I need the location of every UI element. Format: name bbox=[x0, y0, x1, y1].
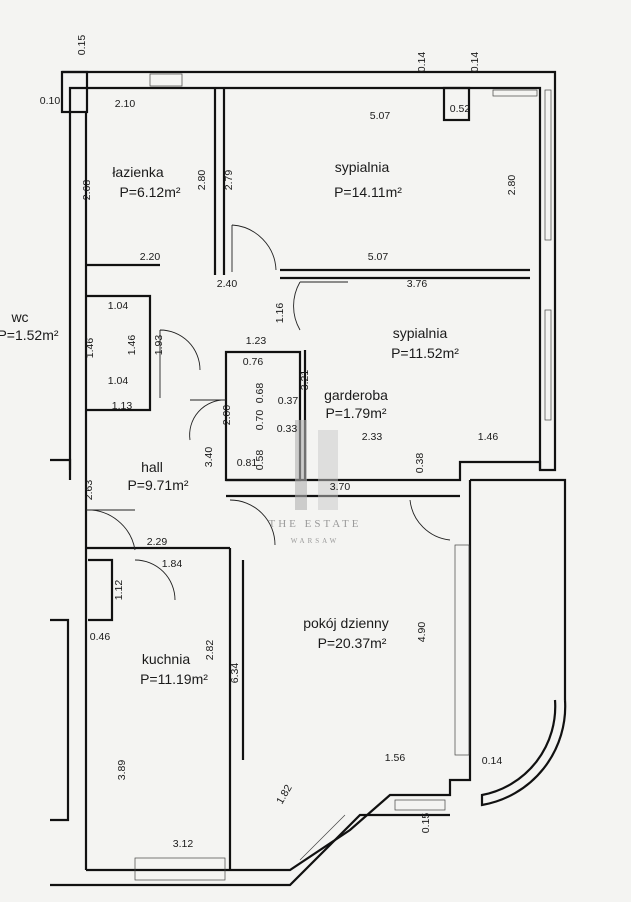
dimension-label: 0.33 bbox=[277, 423, 298, 435]
room-area-bedroom1: P=14.11m² bbox=[334, 184, 402, 200]
dimension-label: 0.14 bbox=[416, 52, 428, 73]
dimension-label: 3.89 bbox=[116, 760, 128, 781]
dimension-label: 1.23 bbox=[246, 335, 267, 347]
room-area-bathroom: P=6.12m² bbox=[119, 184, 180, 200]
dimension-label: 2.29 bbox=[147, 536, 168, 548]
dimension-label: 0.14 bbox=[469, 52, 481, 73]
dimension-label: 2.68 bbox=[81, 180, 93, 201]
dimension-label: 2.33 bbox=[362, 431, 383, 443]
dimension-label: 1.46 bbox=[84, 338, 96, 359]
room-name-bedroom1: sypialnia bbox=[335, 159, 390, 175]
watermark-line1: THE ESTATE bbox=[269, 518, 362, 530]
room-area-living: P=20.37m² bbox=[318, 635, 387, 651]
room-name-wardrobe: garderoba bbox=[324, 387, 388, 403]
dimension-label: 1.46 bbox=[126, 335, 138, 356]
room-area-wardrobe: P=1.79m² bbox=[325, 405, 386, 421]
dimension-label: 1.84 bbox=[162, 558, 183, 570]
dimension-label: 2.80 bbox=[506, 175, 518, 196]
room-area-bedroom2: P=11.52m² bbox=[391, 345, 459, 361]
room-name-living: pokój dzienny bbox=[303, 615, 389, 631]
room-area-wc: P=1.52m² bbox=[0, 327, 59, 343]
dimension-labels: 0.15 0.14 0.14 0.10 2.10 5.07 0.52 2.68 2.80 2.79… bbox=[40, 35, 518, 850]
dimension-label: 1.46 bbox=[478, 431, 499, 443]
dimension-label: 5.07 bbox=[370, 110, 391, 122]
dimension-label: 2.82 bbox=[204, 640, 216, 661]
dimension-label: 6.34 bbox=[229, 663, 241, 684]
dimension-label: 0.81 bbox=[237, 457, 258, 469]
dimension-label: 1.04 bbox=[108, 375, 129, 387]
dimension-label: 0.38 bbox=[414, 453, 426, 474]
dimension-label: 1.04 bbox=[108, 300, 129, 312]
dimension-label: 3.40 bbox=[203, 447, 215, 468]
dimension-label: 1.82 bbox=[274, 783, 295, 807]
dimension-label: 1.12 bbox=[113, 580, 125, 601]
dimension-label: 2.40 bbox=[217, 278, 238, 290]
dimension-label: 5.07 bbox=[368, 251, 389, 263]
dimension-label: 0.15 bbox=[76, 35, 88, 56]
room-area-kitchen: P=11.19m² bbox=[140, 671, 208, 687]
dimension-label: 0.70 bbox=[254, 410, 266, 431]
room-name-hall: hall bbox=[141, 459, 163, 475]
windows bbox=[134, 73, 552, 881]
dimension-label: 3.12 bbox=[173, 838, 194, 850]
dimension-label: 1.16 bbox=[274, 303, 286, 324]
dimension-label: 1.93 bbox=[153, 335, 165, 356]
room-area-hall: P=9.71m² bbox=[127, 477, 188, 493]
dimension-label: 0.37 bbox=[278, 395, 299, 407]
doors bbox=[85, 224, 451, 601]
dimension-label: 2.00 bbox=[221, 405, 233, 426]
room-labels: łazienka P=6.12m² sypialnia P=14.11m² sy… bbox=[0, 159, 459, 687]
dimension-label: 0.52 bbox=[450, 103, 471, 115]
dimension-label: 3.21 bbox=[299, 370, 311, 391]
dimension-label: 1.56 bbox=[385, 752, 406, 764]
dimension-label: 2.80 bbox=[196, 170, 208, 191]
watermark-logo: THE ESTATE WARSAW bbox=[269, 420, 362, 545]
dimension-label: 4.90 bbox=[416, 622, 428, 643]
dimension-label: 2.20 bbox=[140, 251, 161, 263]
dimension-label: 2.79 bbox=[223, 170, 235, 191]
dimension-label: 2.63 bbox=[83, 480, 95, 501]
dimension-label: 3.76 bbox=[407, 278, 428, 290]
dimension-label: 3.70 bbox=[330, 481, 351, 493]
room-name-bedroom2: sypialnia bbox=[393, 325, 448, 341]
dimension-label: 0.68 bbox=[254, 383, 266, 404]
dimension-label: 0.14 bbox=[482, 755, 503, 767]
room-name-kitchen: kuchnia bbox=[142, 651, 190, 667]
room-name-bathroom: łazienka bbox=[112, 164, 164, 180]
dimension-label: 0.46 bbox=[90, 631, 111, 643]
room-name-wc: wc bbox=[10, 309, 28, 325]
dimension-label: 2.10 bbox=[115, 98, 136, 110]
dimension-label: 0.10 bbox=[40, 95, 61, 107]
dimension-label: 0.58 bbox=[254, 450, 266, 471]
dimension-label: 1.13 bbox=[112, 400, 133, 412]
watermark-line2: WARSAW bbox=[291, 537, 340, 545]
dimension-label: 0.76 bbox=[243, 356, 264, 368]
dimension-label: 0.15 bbox=[420, 813, 432, 834]
